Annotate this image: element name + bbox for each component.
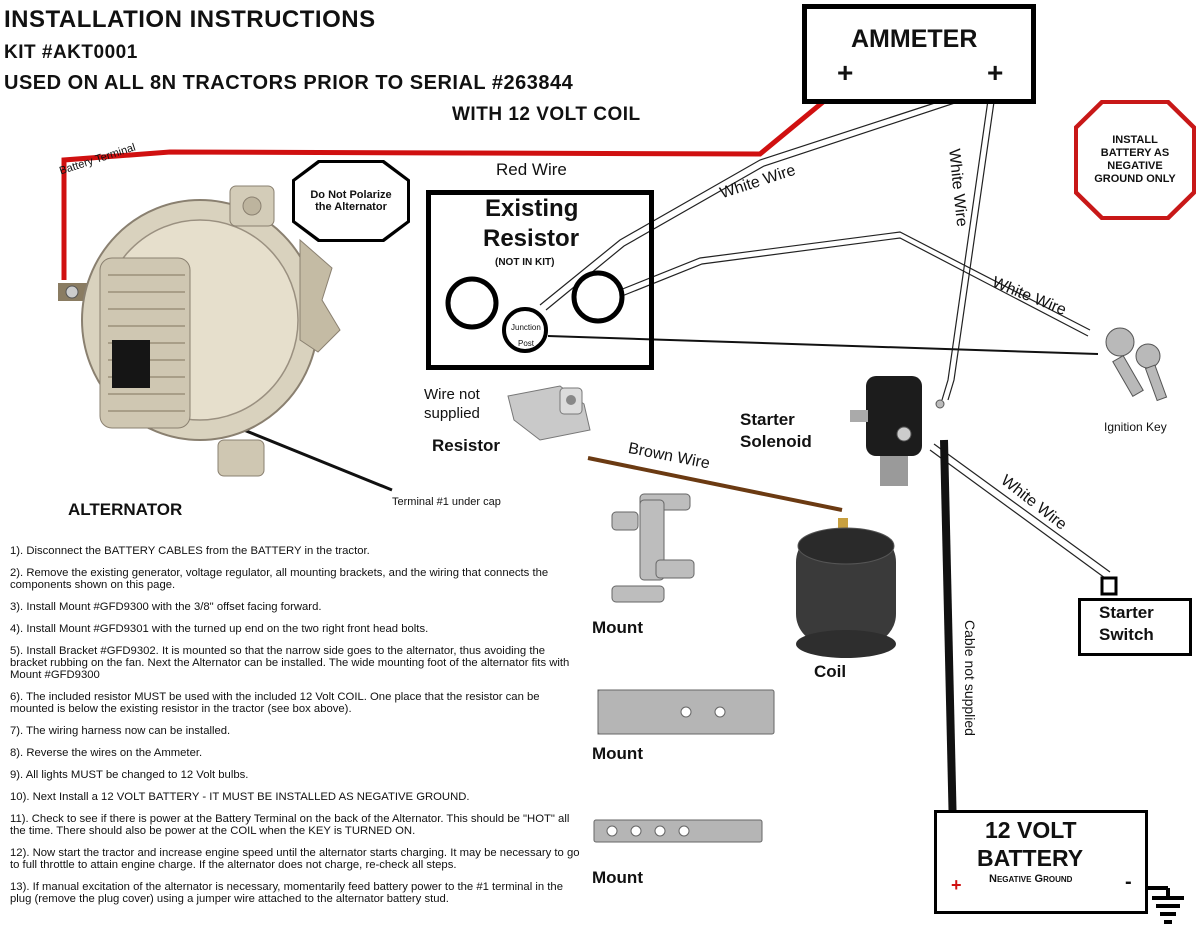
tractor-applicability: USED ON ALL 8N TRACTORS PRIOR TO SERIAL …: [4, 72, 574, 94]
solenoid-graphic: [850, 376, 945, 486]
ignition-key-label: Ignition Key: [1104, 420, 1167, 434]
polarize-note-frame: Do Not Polarize the Alternator: [292, 160, 410, 242]
white-wire-solenoid-switch-b: [933, 443, 1111, 573]
step-item: 1). Disconnect the BATTERY CABLES from t…: [10, 545, 370, 557]
battery-minus: -: [1125, 871, 1132, 893]
solenoid-label-2: Solenoid: [740, 432, 812, 451]
battery-sub-label: Negative Ground: [989, 873, 1073, 885]
junction-to-key-wire: [547, 335, 1099, 355]
mount-label-2: Mount: [592, 744, 643, 763]
alternator-label: ALTERNATOR: [68, 500, 183, 519]
brown-wire: [587, 456, 843, 512]
starter-switch-box: Starter Switch: [1078, 598, 1192, 656]
mount2-graphic: [597, 689, 775, 735]
page-title: INSTALLATION INSTRUCTIONS: [4, 6, 376, 33]
resistor-terminal-left: [445, 276, 499, 330]
kit-number: KIT #AKT0001: [4, 42, 138, 63]
step-item: 2). Remove the existing generator, volta…: [10, 567, 549, 591]
cable-not-supplied-label: Cable not supplied: [962, 620, 978, 736]
terminal1-label: Terminal #1 under cap: [392, 496, 501, 508]
coil-note: WITH 12 VOLT COIL: [452, 104, 641, 125]
resistor-label: Resistor: [432, 436, 501, 455]
step-item: 4). Install Mount #GFD9301 with the turn…: [10, 623, 429, 635]
ground-note: INSTALL BATTERY AS NEGATIVE GROUND ONLY: [1078, 104, 1192, 216]
white-wire-resistor-key-b: [621, 237, 1089, 337]
white-wire-ammeter-solenoid: [941, 85, 991, 401]
battery-box: 12 VOLT BATTERY Negative Ground + -: [934, 810, 1148, 914]
existing-resistor-title-1: Existing: [485, 195, 579, 222]
coil-graphic: [796, 518, 896, 658]
starter-switch-label-1: Starter: [1099, 603, 1154, 622]
polarize-note: Do Not Polarize the Alternator: [295, 163, 407, 239]
step-item: 6). The included resistor MUST be used w…: [10, 691, 540, 715]
step-item: 3). Install Mount #GFD9300 with the 3/8"…: [10, 601, 322, 613]
white-wire-ammeter-junction: [539, 84, 991, 306]
step-item: 10). Next Install a 12 VOLT BATTERY - IT…: [10, 791, 470, 803]
mount-label-3: Mount: [592, 868, 643, 887]
red-wire: [61, 86, 842, 280]
battery-plus: +: [951, 875, 962, 895]
ignition-key-graphic: [1105, 327, 1168, 402]
existing-resistor-box: Existing Resistor (NOT IN KIT) Junction …: [426, 190, 654, 370]
step-item: 7). The wiring harness now can be instal…: [10, 725, 231, 737]
mount1-graphic: [611, 493, 695, 603]
resistor-terminal-right: [571, 270, 625, 324]
alternator-graphic: [58, 185, 341, 477]
step-item: 9). All lights MUST be changed to 12 Vol…: [10, 769, 249, 781]
kit-resistor-graphic: [507, 385, 591, 441]
ammeter-plus-left: +: [837, 57, 854, 88]
instruction-steps: 1). Disconnect the BATTERY CABLES from t…: [10, 545, 580, 915]
starter-switch-label-2: Switch: [1099, 625, 1154, 644]
coil-label: Coil: [814, 662, 847, 681]
white-wire-solenoid-switch: [929, 449, 1106, 579]
ammeter-box: AMMETER + +: [802, 4, 1036, 104]
step-item: 12). Now start the tractor and increase …: [10, 847, 580, 871]
white-wire-ammeter-solenoid-b: [947, 87, 997, 401]
ammeter-plus-right: +: [987, 57, 1004, 88]
battery-label-1: 12 VOLT: [985, 817, 1077, 843]
step-item: 11). Check to see if there is power at t…: [10, 813, 570, 837]
wire-not-supplied-1: Wire not: [424, 386, 480, 403]
white-wire-resistor-key: [619, 231, 1091, 331]
battery-label-2: BATTERY: [977, 845, 1084, 871]
junction-label-2: Post: [518, 339, 535, 348]
existing-resistor-title-2: Resistor: [483, 225, 580, 252]
battery-cable: [940, 439, 958, 876]
ammeter-label: AMMETER: [851, 25, 978, 53]
step-item: 13). If manual excitation of the alterna…: [10, 881, 563, 905]
mount-label-1: Mount: [592, 618, 643, 637]
wire-not-supplied-2: supplied: [424, 405, 480, 422]
solenoid-label-1: Starter: [740, 410, 795, 429]
starter-switch-knob: [1100, 576, 1118, 596]
step-item: 5). Install Bracket #GFD9302. It is moun…: [10, 645, 570, 681]
red-wire-label: Red Wire: [496, 160, 567, 179]
junction-label-1: Junction: [511, 323, 541, 332]
mount3-graphic: [593, 819, 763, 843]
junction-post: [502, 307, 548, 353]
not-in-kit-note: (NOT IN KIT): [495, 257, 555, 268]
ground-note-frame: INSTALL BATTERY AS NEGATIVE GROUND ONLY: [1074, 100, 1196, 220]
step-item: 8). Reverse the wires on the Ammeter.: [10, 747, 203, 759]
